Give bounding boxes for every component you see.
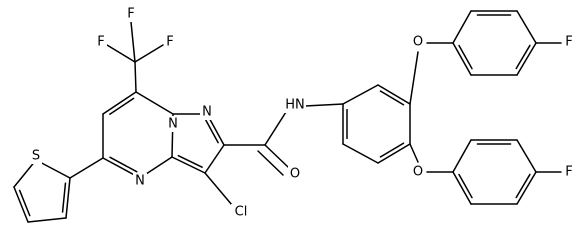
atom-text: F (166, 35, 173, 50)
atom-label-n-pyrimidine: N (133, 173, 147, 189)
double-bond (377, 84, 411, 105)
atom-label-o-carbonyl: O (288, 166, 302, 182)
atom-label-o-ether-top: O (411, 34, 425, 50)
bond-nc (304, 103, 344, 107)
bond-cf (134, 44, 164, 63)
atom-label-cl: Cl (231, 204, 251, 220)
double-bond (102, 91, 137, 115)
double-bond-inner (18, 189, 31, 217)
atom-label-n-bridge: N (166, 116, 180, 132)
bond-co (264, 144, 289, 168)
double-bond (516, 42, 537, 76)
double-bond (65, 177, 71, 219)
atom-text: F (565, 35, 572, 50)
single-bond (135, 91, 174, 115)
single-bond (134, 61, 137, 93)
single-bond (27, 217, 67, 223)
bond-co-ether (409, 143, 419, 163)
atom-text: F (565, 165, 572, 180)
atom-text: S (32, 149, 40, 164)
double-bond (452, 42, 472, 76)
double-bond-inner (61, 182, 67, 213)
bond-co-inner (257, 150, 284, 176)
double-bond (452, 171, 472, 205)
atom-text: F (97, 35, 104, 50)
single-bond (452, 139, 472, 173)
atom-label-o-ether-bottom: O (411, 164, 425, 180)
bond-ccl (204, 172, 233, 206)
atom-label-nh-amide: HN (284, 97, 306, 113)
atom-label-s-thiophene: S (30, 148, 42, 164)
double-bond-inner (515, 44, 531, 70)
double-bond (377, 143, 411, 164)
atom-text: N (168, 117, 178, 132)
double-bond-inner (109, 156, 138, 173)
bond-cf (106, 44, 136, 63)
single-bond (516, 10, 537, 44)
atom-text: O (290, 167, 300, 182)
bond-cf (130, 21, 136, 63)
atom-label-f-top-1: F (95, 34, 107, 50)
double-bond-inner (515, 173, 531, 199)
single-bond (13, 159, 37, 188)
double-bond-inner (379, 142, 405, 158)
atom-text: N (202, 105, 212, 120)
atom-label-n-pyrazole: N (200, 104, 214, 120)
single-bond (516, 139, 537, 173)
single-bond (452, 10, 472, 44)
single-bond (69, 157, 104, 179)
double-bond (171, 156, 206, 174)
single-bond (342, 143, 379, 164)
double-bond-inner (177, 154, 203, 168)
double-bond-inner (458, 173, 473, 199)
atom-labels: F F F N N N S Cl (30, 6, 575, 220)
atom-text: O (413, 165, 423, 180)
atom-text: O (413, 35, 423, 50)
double-bond-inner (379, 90, 405, 106)
atom-label-f-top-2: F (125, 6, 137, 22)
bond-cn (264, 111, 287, 146)
atom-label-f-aryl-top: F (563, 34, 575, 50)
double-bond (13, 186, 29, 223)
double-bond-inner (205, 119, 219, 144)
double-bond-inner (109, 97, 135, 115)
atom-text: F (127, 7, 134, 22)
atom-text: N (135, 174, 145, 189)
double-bond-inner (458, 44, 473, 70)
atom-text: HN (285, 98, 305, 113)
atom-text: Cl (235, 205, 248, 220)
atom-label-f-aryl-bottom: F (563, 164, 575, 180)
bonds (13, 10, 562, 223)
bond-co-ether (409, 51, 419, 105)
double-bond (516, 171, 537, 205)
single-bond (342, 84, 379, 105)
atom-label-f-top-3: F (164, 34, 176, 50)
single-bond (204, 144, 225, 174)
